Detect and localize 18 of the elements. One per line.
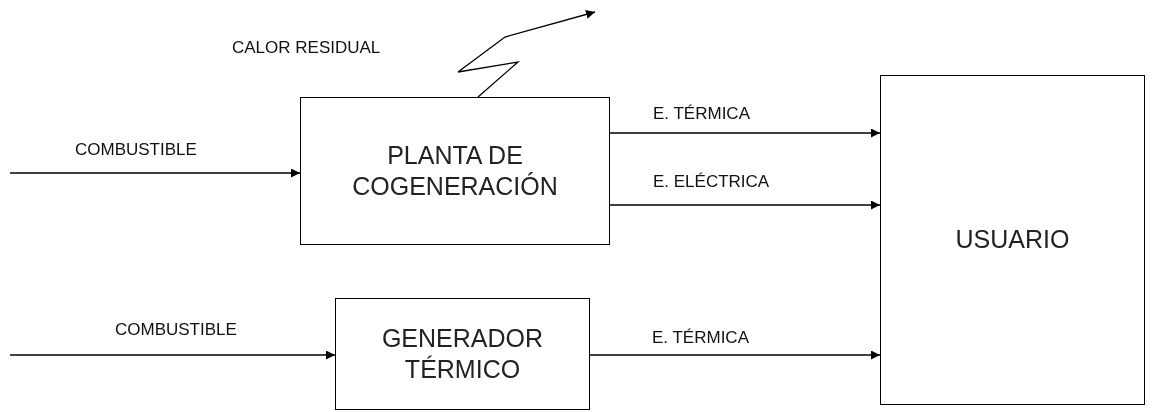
box-label: USUARIO [955,224,1070,256]
arrow [609,128,881,138]
arrow [609,200,881,210]
edge-label: CALOR RESIDUAL [232,38,381,58]
edge-label: E. TÉRMICA [653,104,750,124]
process-box [880,75,1145,405]
process-box [300,97,610,245]
arrow [589,350,881,360]
edge-label: E. TÉRMICA [652,328,749,348]
edge-label: COMBUSTIBLE [75,140,197,160]
edge-label: E. ELÉCTRICA [653,172,770,192]
arrow [9,168,301,178]
edge-label: COMBUSTIBLE [115,320,237,340]
process-box [335,298,590,410]
zigzag-arrow [457,10,596,98]
box-label: GENERADOR TÉRMICO [380,322,545,385]
arrow [9,350,336,360]
box-label: PLANTA DE COGENERACIÓN [351,139,559,202]
